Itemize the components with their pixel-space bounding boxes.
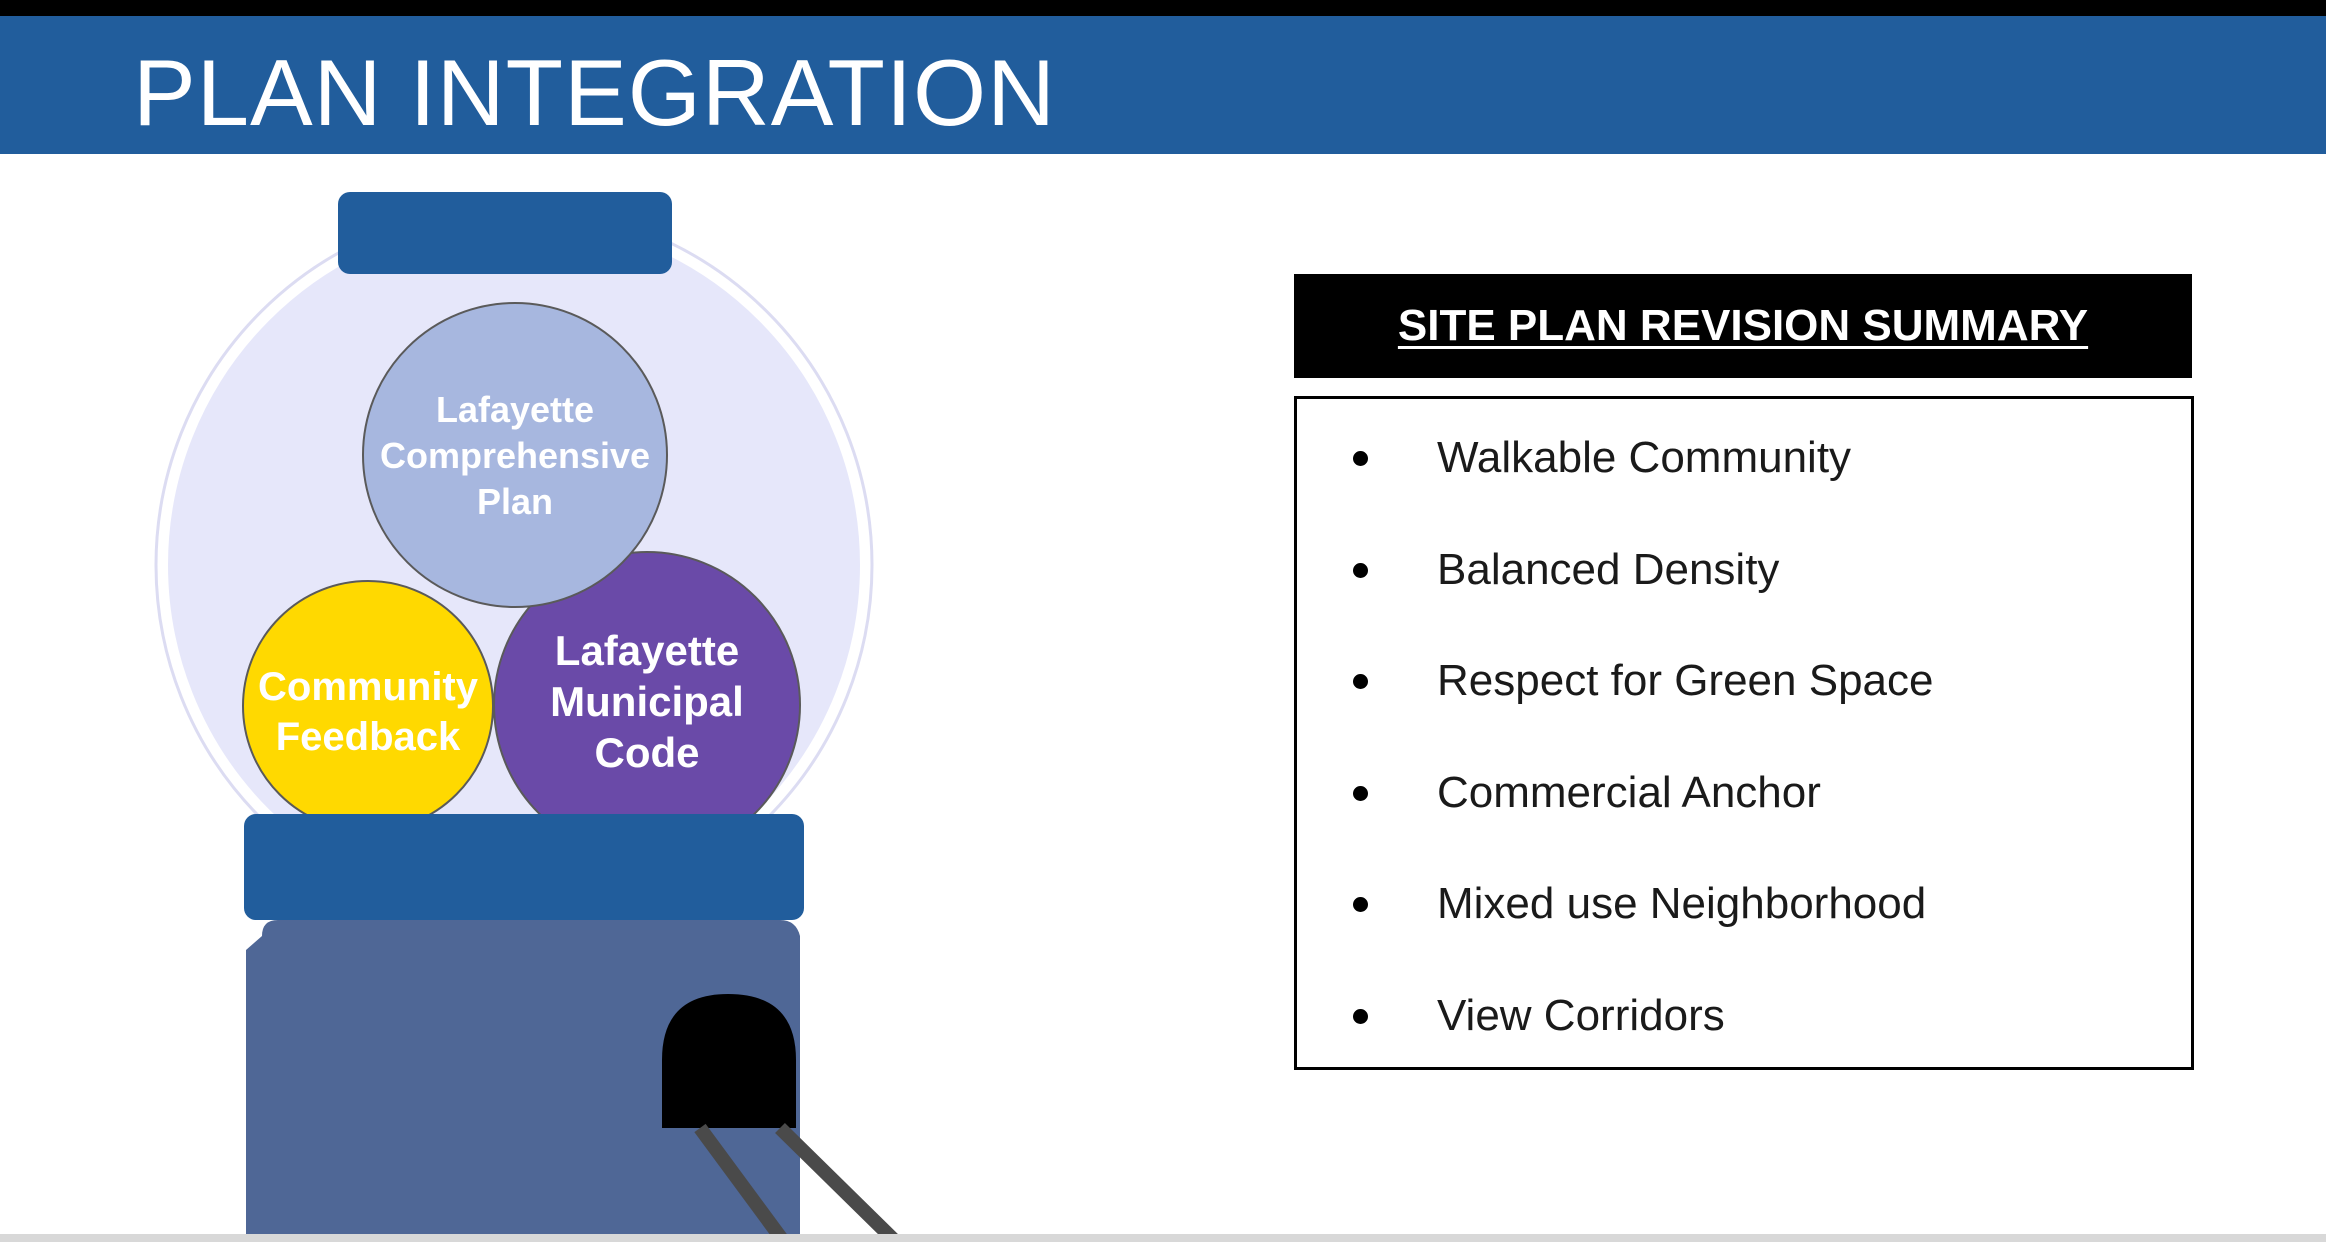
bullet-icon [1353, 897, 1368, 912]
list-item: Commercial Anchor [1297, 762, 2191, 874]
list-item-text: View Corridors [1437, 990, 1725, 1040]
handle-bar-left [694, 1123, 790, 1242]
machine-top-cap [338, 192, 672, 274]
right-circle-line-2: Municipal [550, 678, 744, 725]
bullet-icon [1353, 785, 1368, 801]
right-circle-line-1: Lafayette [555, 627, 739, 674]
slide-title: PLAN INTEGRATION [133, 40, 1057, 145]
summary-header-text: SITE PLAN REVISION SUMMARY [1397, 301, 2089, 350]
machine-body [246, 920, 800, 1242]
gumball-chute [662, 994, 796, 1128]
list-item-text: Respect for Green Space [1437, 656, 1934, 705]
bottom-rule [0, 1234, 2326, 1242]
comprehensive-plan-circle [362, 302, 668, 608]
list-item-text: Commercial Anchor [1437, 767, 1821, 817]
list-item-text: Walkable Community [1437, 433, 1852, 482]
bullet-icon [1353, 451, 1368, 466]
summary-header: SITE PLAN REVISION SUMMARY [1294, 274, 2192, 378]
top-circle-line-3: Plan [477, 481, 553, 522]
machine-collar [244, 814, 804, 920]
right-circle-line-3: Code [595, 729, 700, 776]
list-item: Balanced Density [1297, 539, 2191, 651]
left-circle-line-1: Community [258, 665, 479, 709]
left-circle-line-2: Feedback [276, 715, 461, 759]
list-item: Mixed use Neighborhood [1297, 873, 2191, 985]
list-item: Respect for Green Space [1297, 650, 2191, 762]
list-item-text: Mixed use Neighborhood [1437, 879, 1927, 928]
bullet-icon [1353, 1008, 1368, 1024]
list-item: View Corridors [1297, 985, 2191, 1097]
title-bar: PLAN INTEGRATION [0, 16, 2326, 154]
list-item-text: Balanced Density [1437, 544, 1780, 594]
bullet-icon [1353, 562, 1368, 578]
list-item: Walkable Community [1297, 427, 2191, 539]
summary-box: Walkable Community Balanced Density Resp… [1294, 396, 2194, 1070]
handle-bar-right [775, 1123, 901, 1242]
summary-list: Walkable Community Balanced Density Resp… [1297, 427, 2191, 1096]
top-circle-line-1: Lafayette [436, 389, 594, 430]
top-circle-line-2: Comprehensive [380, 435, 650, 476]
gumball-machine-illustration: Lafayette Comprehensive Plan Community F… [154, 192, 901, 1242]
top-strip [0, 0, 2326, 16]
bullet-icon [1353, 674, 1368, 689]
